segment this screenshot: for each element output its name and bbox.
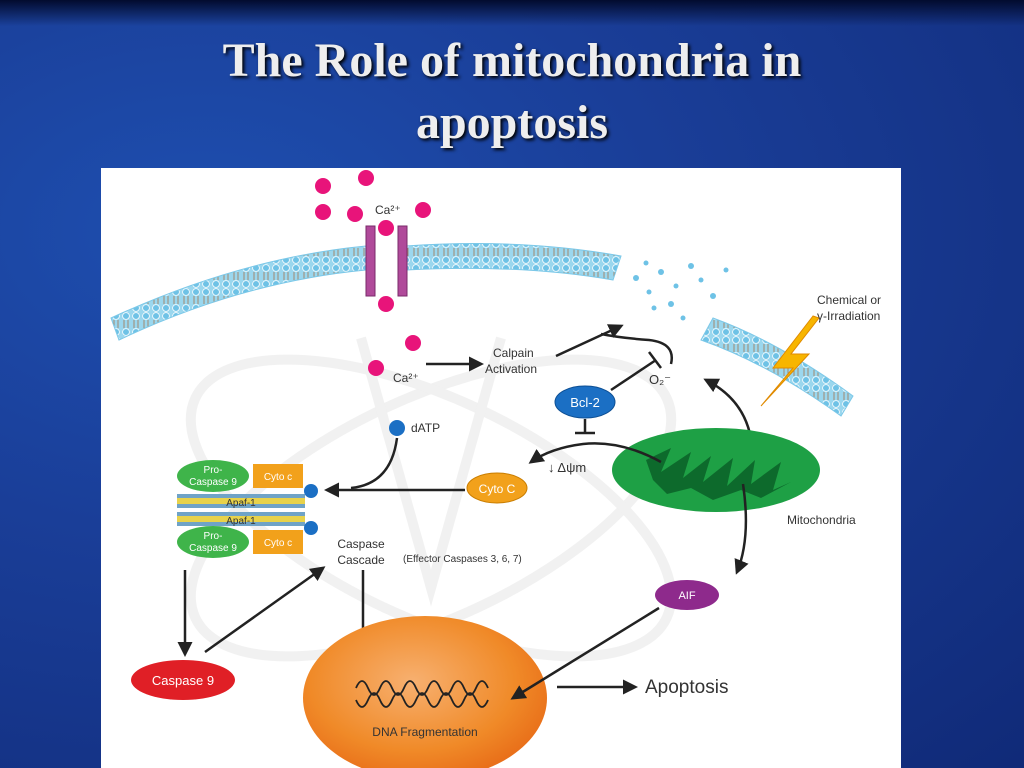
membrane-fragments <box>633 260 729 321</box>
apoptosis-label: Apoptosis <box>645 677 728 698</box>
datp-bound-bottom <box>304 521 318 535</box>
bcl2-label: Bcl-2 <box>570 395 600 410</box>
calcium-ions <box>315 170 431 376</box>
cell-membrane-middle <box>405 243 622 281</box>
title-line-2: apoptosis <box>415 96 609 149</box>
datp-label: dATP <box>411 421 440 435</box>
mitochondria-cristae <box>646 448 791 500</box>
pro-caspase9-bottom-label-2: Caspase 9 <box>189 543 237 554</box>
aif-node <box>655 580 719 610</box>
dna-fragments <box>355 680 489 708</box>
calpain-label-2: Activation <box>485 362 537 376</box>
arrow-caspase9-to-cascade <box>204 566 326 654</box>
cyto-c-box-bottom <box>253 530 303 554</box>
dna-fragmentation-label: DNA Fragmentation <box>372 725 477 739</box>
ca-label-top: Ca²⁺ <box>375 203 401 217</box>
caspase-cascade-label-1: Caspase <box>337 537 385 551</box>
calcium-channel-left <box>365 225 376 297</box>
arrow-calpain-to-membrane <box>555 324 624 358</box>
pro-caspase9-top-label-2: Caspase 9 <box>189 477 237 488</box>
cyto-c-node <box>466 472 528 504</box>
cyto-c-box-top-label: Cyto c <box>264 472 292 483</box>
apaf1-label-1: Apaf-1 <box>226 498 256 509</box>
arrow-datp-to-apoptosome <box>350 437 399 490</box>
mitochondria-label: Mitochondria <box>787 513 856 527</box>
chemical-label-1: Chemical or <box>817 293 881 307</box>
calcium-channel-right <box>397 225 408 297</box>
caspase9-label: Caspase 9 <box>152 673 214 688</box>
pro-caspase9-bottom <box>177 526 249 558</box>
diagram-panel: Ca²⁺ Ca²⁺ Chemical or γ-Irradiation Calp… <box>101 168 901 768</box>
ca-label-inside: Ca²⁺ <box>393 371 419 385</box>
bcl2-node <box>554 385 616 419</box>
pro-caspase9-bottom-label-1: Pro- <box>204 531 223 542</box>
mitochondria-node <box>612 428 820 512</box>
caspase9-node <box>131 660 235 700</box>
lightning-icon <box>760 315 820 407</box>
delta-psi-label: ↓ Δψm <box>548 460 586 475</box>
aif-label: AIF <box>678 590 695 602</box>
background-watermark <box>185 336 677 662</box>
title-line-1: The Role of mitochondria in <box>222 34 802 87</box>
arrow-aif-to-nucleus <box>510 606 660 700</box>
calpain-label-1: Calpain <box>493 346 534 360</box>
datp-bound-top <box>304 484 318 498</box>
pro-caspase9-top-label-1: Pro- <box>204 465 223 476</box>
cyto-c-label: Cyto C <box>479 482 516 496</box>
superoxide-label: O₂⁻ <box>649 372 671 387</box>
slide-title: The Role of mitochondria in apoptosis <box>0 30 1024 154</box>
arrow-mito-to-cytoc <box>528 442 662 464</box>
apoptosome-complex: Apaf-1 Apaf-1 Pro- Caspase 9 Cyto c Pro-… <box>177 460 318 558</box>
top-band <box>0 0 1024 26</box>
chemical-label-2: γ-Irradiation <box>817 309 880 323</box>
effector-caspases-label: (Effector Caspases 3, 6, 7) <box>403 554 522 565</box>
caspase-cascade-label-2: Cascade <box>337 553 385 567</box>
arrow-superoxide-to-membrane <box>600 332 673 365</box>
arrow-mito-to-aif <box>734 483 749 575</box>
pro-caspase9-top <box>177 460 249 492</box>
apoptosis-diagram: Ca²⁺ Ca²⁺ Chemical or γ-Irradiation Calp… <box>110 170 881 768</box>
inhibit-bar-superoxide <box>648 351 662 369</box>
datp-molecule <box>389 420 405 436</box>
cyto-c-box-bottom-label: Cyto c <box>264 538 292 549</box>
apaf1-label-2: Apaf-1 <box>226 516 256 527</box>
cyto-c-box-top <box>253 464 303 488</box>
cell-membrane-left <box>110 245 367 341</box>
inhibit-bcl2-to-superoxide <box>610 358 657 392</box>
